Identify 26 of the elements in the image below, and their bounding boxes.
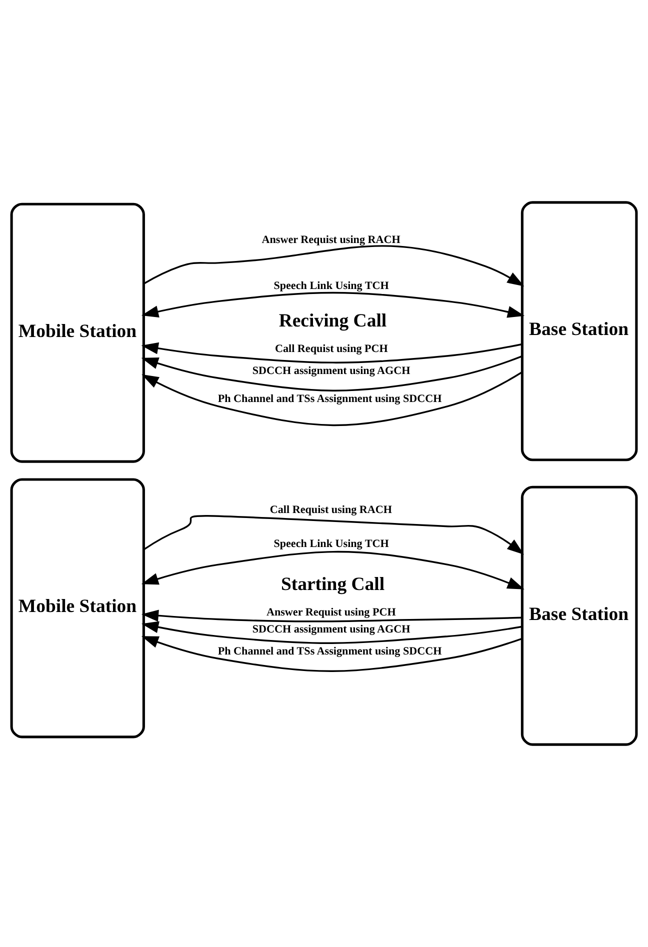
node-box: Mobile Station xyxy=(10,478,145,738)
node-box: Base Station xyxy=(520,201,638,462)
edge-label: Call Requist using PCH xyxy=(274,342,388,355)
edge-label: Answer Requist using PCH xyxy=(266,606,396,618)
arrow xyxy=(142,372,522,426)
arrow xyxy=(141,355,522,392)
arrow xyxy=(141,621,522,644)
edge-label: Call Requist using RACH xyxy=(270,504,392,516)
edge-label: Speech Link Using TCH xyxy=(274,538,389,550)
label: Reciving Call xyxy=(278,310,387,332)
label: Starting Call xyxy=(280,574,385,595)
edge-label: SDCCH assignment using AGCH xyxy=(252,623,410,636)
node-box: Base Station xyxy=(520,486,638,746)
node-box: Mobile Station xyxy=(10,202,145,463)
arrow xyxy=(141,342,522,364)
arrow xyxy=(141,636,522,672)
arrow xyxy=(144,515,524,555)
edge-label: Ph Channel and TSs Assignment using SDCCH xyxy=(218,393,442,406)
edge-label: Answer Requist using RACH xyxy=(262,234,400,246)
arrow xyxy=(141,550,524,590)
arrow xyxy=(141,610,522,622)
edge-label: Ph Channel and TSs Assignment using SDCCH xyxy=(218,646,442,658)
edge-label: SDCCH assignment using AGCH xyxy=(252,365,410,378)
arrow xyxy=(141,292,525,318)
edge-label: Speech Link Using TCH xyxy=(274,280,389,292)
arrow xyxy=(143,245,524,286)
